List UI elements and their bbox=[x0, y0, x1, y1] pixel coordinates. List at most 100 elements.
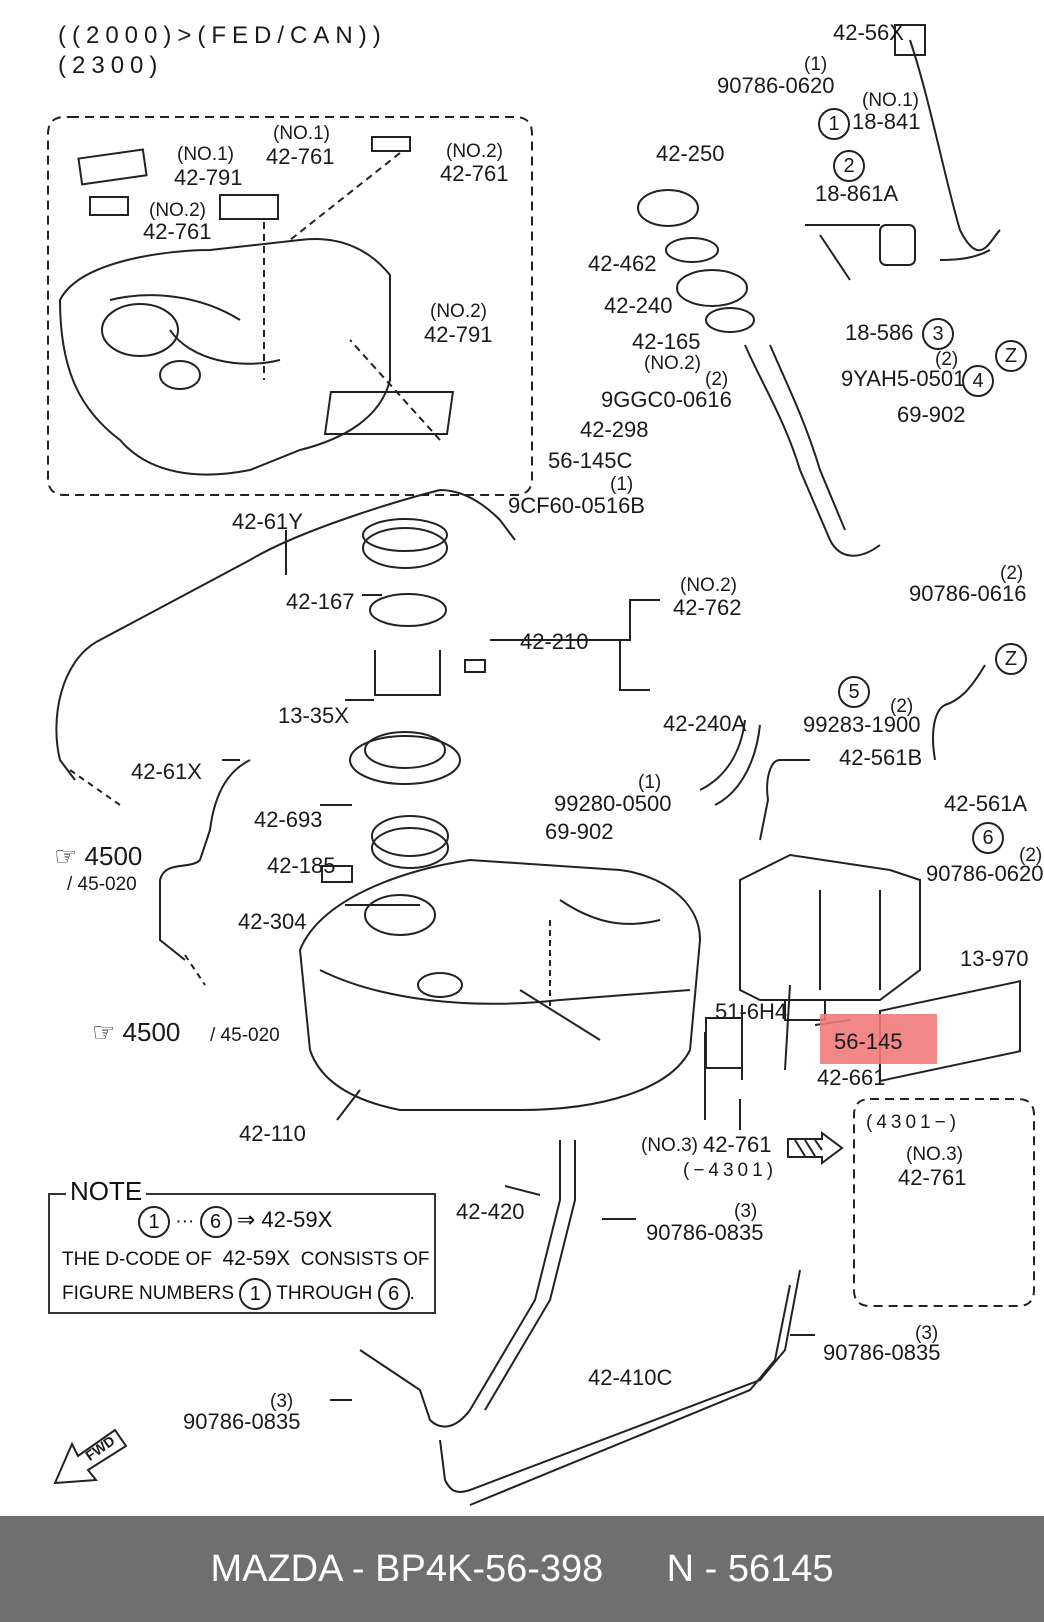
circled-label: Z bbox=[995, 340, 1027, 372]
part-label[interactable]: 18-861A bbox=[815, 181, 899, 206]
pipe-42-561B bbox=[759, 759, 810, 841]
part-label[interactable]: 42-761 bbox=[266, 144, 335, 169]
part-label[interactable]: 99280-0500 bbox=[554, 791, 672, 816]
pointing-hand-icon: ☞ bbox=[54, 841, 78, 871]
part-label[interactable]: 9GGC0-0616 bbox=[601, 387, 732, 412]
part-label[interactable]: 42-791 bbox=[424, 322, 493, 347]
part-label[interactable]: 90786-0620 bbox=[926, 861, 1044, 886]
header-line-1: ((2000)>(FED/CAN)) bbox=[58, 22, 387, 49]
part-label[interactable]: 42-420 bbox=[456, 1199, 525, 1224]
qty: (2) bbox=[705, 369, 729, 390]
cap-42-250 bbox=[637, 189, 699, 227]
part-label[interactable]: 90786-0835 bbox=[823, 1340, 941, 1365]
part-label[interactable]: 42-761 bbox=[703, 1132, 772, 1157]
part-label[interactable]: 90786-0620 bbox=[717, 73, 835, 98]
circled-label: 2 bbox=[833, 150, 865, 182]
pad-42-304 bbox=[321, 865, 353, 883]
part-label-highlighted[interactable]: 56-145 bbox=[834, 1029, 903, 1054]
part-label[interactable]: 42-761 bbox=[440, 161, 509, 186]
ref-45020-top[interactable]: / 45-020 bbox=[67, 874, 137, 895]
tag: (NO.2) bbox=[446, 141, 503, 162]
tag: (NO.1) bbox=[177, 144, 234, 165]
inset-frame bbox=[47, 116, 533, 496]
part-label[interactable]: 69-902 bbox=[897, 402, 966, 427]
circled-number: 1 bbox=[239, 1278, 272, 1310]
hose-42-240A bbox=[699, 719, 746, 791]
part-label[interactable]: 56-145C bbox=[548, 448, 633, 473]
ref-45020-bottom[interactable]: / 45-020 bbox=[210, 1025, 280, 1046]
part-label[interactable]: 18-841 bbox=[852, 109, 921, 134]
valve-18-861A bbox=[879, 224, 916, 266]
ellipsis: ··· bbox=[175, 1211, 195, 1233]
ring-42-165 bbox=[705, 307, 755, 333]
pump-13-35X bbox=[369, 593, 447, 627]
part-label[interactable]: 42-210 bbox=[520, 629, 589, 654]
note-box bbox=[48, 1193, 436, 1314]
part-label[interactable]: 13-970 bbox=[960, 946, 1029, 971]
strap-42-410C bbox=[439, 1269, 801, 1493]
part-label[interactable]: 42-61Y bbox=[232, 509, 303, 534]
qty: (2) bbox=[1000, 563, 1024, 584]
note-arrow-text: ⇒ 42-59X bbox=[236, 1207, 333, 1233]
pad-42-761-no2-right bbox=[371, 136, 411, 152]
circled-label: 1 bbox=[818, 108, 850, 140]
part-label[interactable]: 42-185 bbox=[267, 853, 336, 878]
part-label[interactable]: 42-165 bbox=[632, 329, 701, 354]
part-label[interactable]: 42-462 bbox=[588, 251, 657, 276]
part-label[interactable]: 99283-1900 bbox=[803, 712, 921, 737]
note-line-3: FIGURE NUMBERS 1 THROUGH 6. bbox=[62, 1278, 415, 1310]
note-line-2: THE D-CODE OF 42-59X CONSISTS OF bbox=[62, 1247, 430, 1270]
part-label[interactable]: 42-791 bbox=[174, 165, 243, 190]
qty: (1) bbox=[610, 474, 634, 495]
part-label[interactable]: 13-35X bbox=[278, 703, 349, 728]
part-label[interactable]: 90786-0835 bbox=[183, 1409, 301, 1434]
tag: (NO.3) bbox=[641, 1135, 698, 1156]
circled-label: 4 bbox=[962, 365, 994, 397]
part-label[interactable]: 42-761 bbox=[143, 219, 212, 244]
hose-99283-1900 bbox=[932, 664, 986, 761]
part-label[interactable]: 9YAH5-0501 bbox=[841, 366, 966, 391]
qty: (3) bbox=[734, 1201, 758, 1222]
part-label[interactable]: 42-61X bbox=[131, 759, 202, 784]
footer-bar: MAZDA - BP4K-56-398 N - 56145 bbox=[0, 1516, 1044, 1622]
circled-number: 6 bbox=[377, 1278, 410, 1310]
part-label[interactable]: 42-240 bbox=[604, 293, 673, 318]
ring-42-185 bbox=[371, 827, 449, 869]
qty: (1) bbox=[804, 54, 828, 75]
qty: (1) bbox=[638, 772, 662, 793]
parts-diagram bbox=[47, 24, 1035, 1506]
ref-4500-bottom[interactable]: ☞ 4500 bbox=[92, 1017, 181, 1047]
part-label[interactable]: 18-586 bbox=[845, 320, 914, 345]
circled-letter-z: Z bbox=[995, 340, 1027, 372]
part-label[interactable]: 42-250 bbox=[656, 141, 725, 166]
part-label[interactable]: 42-693 bbox=[254, 807, 323, 832]
part-label[interactable]: 42-761 bbox=[898, 1165, 967, 1190]
part-label[interactable]: 51-6H4 bbox=[715, 999, 788, 1024]
circled-letter-z: Z bbox=[995, 643, 1027, 675]
part-label[interactable]: 42-298 bbox=[580, 417, 649, 442]
tag: (NO.2) bbox=[644, 353, 701, 374]
part-label[interactable]: 42-304 bbox=[238, 909, 307, 934]
part-label[interactable]: 42-661 bbox=[817, 1065, 886, 1090]
ref-4500-top[interactable]: ☞ 4500 bbox=[54, 841, 143, 871]
part-label[interactable]: 42-561B bbox=[839, 745, 923, 770]
tank-42-110 bbox=[298, 858, 702, 1111]
canister-13-970 bbox=[739, 853, 921, 1001]
part-label[interactable]: 42-410C bbox=[588, 1365, 673, 1390]
part-label[interactable]: 42-110 bbox=[239, 1121, 306, 1146]
part-label[interactable]: 42-240A bbox=[663, 711, 747, 736]
part-label[interactable]: 90786-0616 bbox=[909, 581, 1027, 606]
hatched-arrow bbox=[787, 1131, 844, 1165]
qty: (3) bbox=[270, 1391, 294, 1412]
circled-number: 5 bbox=[838, 676, 870, 708]
part-label[interactable]: 90786-0835 bbox=[646, 1220, 764, 1245]
part-label[interactable]: 42-762 bbox=[673, 595, 742, 620]
part-label[interactable]: 9CF60-0516B bbox=[508, 493, 645, 518]
part-label[interactable]: 42-56X bbox=[833, 20, 904, 45]
tag: (NO.2) bbox=[430, 301, 487, 322]
part-label[interactable]: 69-902 bbox=[545, 819, 614, 844]
part-label[interactable]: 42-561A bbox=[944, 791, 1028, 816]
header-line-2: (2300) bbox=[58, 52, 164, 79]
part-label[interactable]: 42-167 bbox=[286, 589, 355, 614]
fuel-line-42-61X bbox=[159, 759, 251, 961]
